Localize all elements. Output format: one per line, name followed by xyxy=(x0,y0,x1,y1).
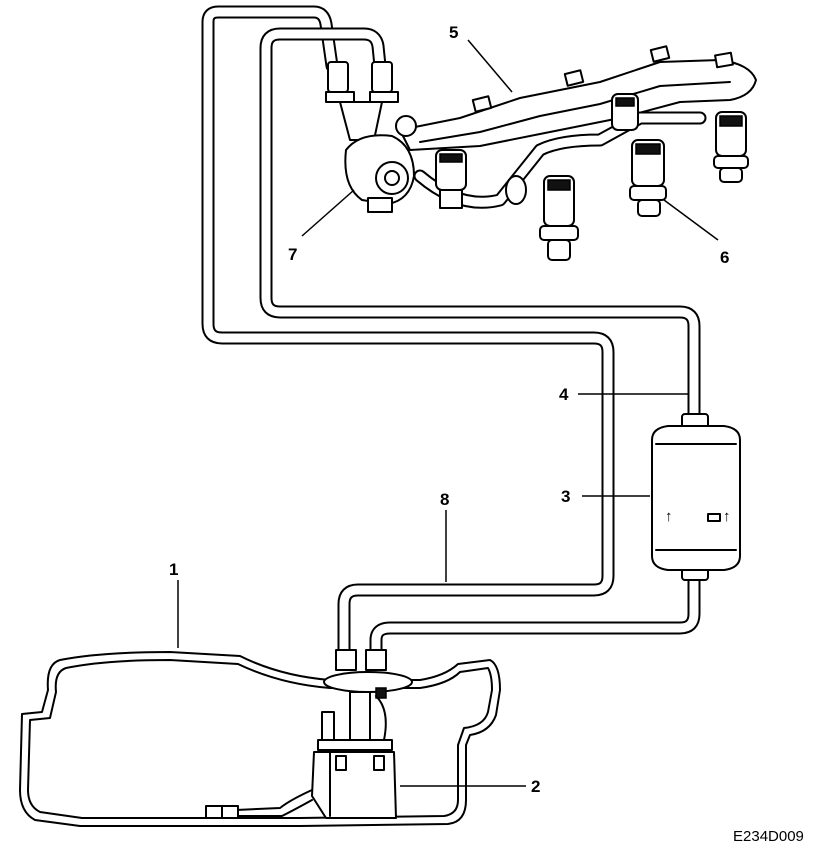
callout-3: 3 xyxy=(561,487,570,506)
fuel-lines xyxy=(201,5,701,671)
callout-8: 8 xyxy=(440,490,449,509)
leader-5 xyxy=(467,39,513,93)
injector-5 xyxy=(611,93,639,131)
filter-flow-arrow-left: ↑ xyxy=(665,508,673,525)
leader-lines xyxy=(177,39,719,787)
fuel-injectors xyxy=(435,93,749,261)
callout-7: 7 xyxy=(288,245,297,264)
fuel-tank xyxy=(19,651,501,827)
leader-6 xyxy=(663,199,719,241)
leader-7 xyxy=(301,189,355,237)
injector-2 xyxy=(539,175,579,261)
callout-6: 6 xyxy=(720,248,729,267)
figure-reference-code: E234D009 xyxy=(733,828,804,845)
pressure-regulator xyxy=(344,134,415,213)
callout-2: 2 xyxy=(531,777,540,796)
fuel-filter: ↑ ↑ xyxy=(651,413,741,581)
fuel-pump-module xyxy=(205,649,413,819)
filter-label-icon xyxy=(707,513,721,522)
callout-5: 5 xyxy=(449,23,458,42)
fuel-rail xyxy=(325,45,757,209)
callout-1: 1 xyxy=(169,560,178,579)
injector-3 xyxy=(629,139,667,217)
callout-labels: 1 2 3 4 5 6 7 8 xyxy=(169,23,729,796)
injector-1 xyxy=(435,149,467,209)
injector-4 xyxy=(713,111,749,183)
filter-flow-arrow-right: ↑ xyxy=(723,508,731,525)
callout-4: 4 xyxy=(559,385,569,404)
